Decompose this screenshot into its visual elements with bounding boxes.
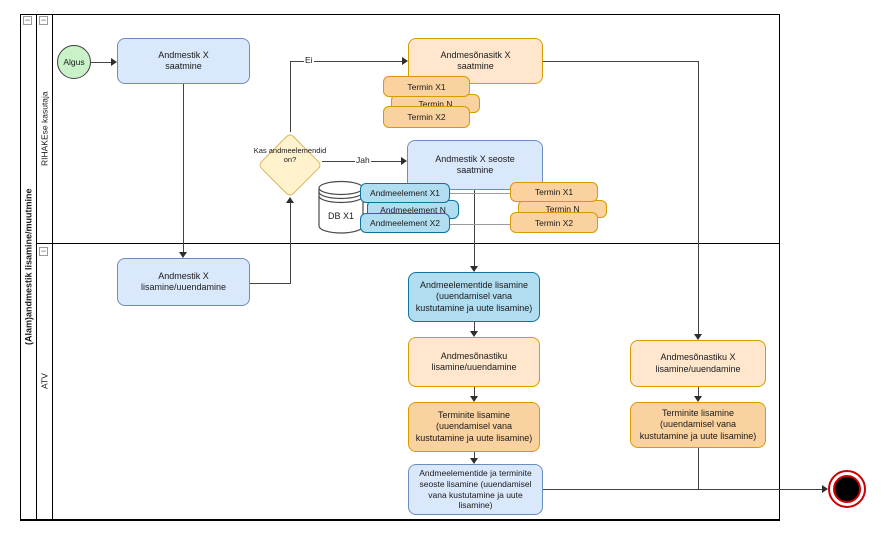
task-andmesonastiku-lisamine[interactable]: Andmesõnastiku lisamine/uuendamine (408, 337, 540, 387)
flow-t1-to-t4 (183, 84, 184, 253)
task-andmestik-seoste-saatmine[interactable]: Andmestik X seoste saatmine (407, 140, 543, 190)
gateway-label: Kas andmeelemendid on? (253, 146, 327, 165)
flow-t9-to-t10 (698, 387, 699, 396)
arrowhead-icon (470, 396, 478, 402)
association-line (450, 224, 510, 225)
db-cylinder[interactable]: DB X1 (315, 177, 367, 242)
start-event[interactable]: Algus (57, 45, 91, 79)
task-label: Andmestik X lisamine/uuendamine (140, 270, 227, 292)
flow-t4-to-gateway (250, 283, 291, 284)
lane-label-rihakese-kasutaja: RIHAKEse kasutaja (39, 91, 50, 166)
pool-title: (Alam)andmestik lisamine/muutmine (23, 188, 34, 345)
collapse-pool-icon[interactable]: − (23, 15, 32, 25)
lane-label-atv: ATV (39, 373, 50, 389)
flow-label-ei: Ei (304, 55, 314, 65)
association-line (450, 193, 510, 194)
arrowhead-icon (111, 58, 117, 66)
data-object-andmeelement-x1[interactable]: Andmeelement X1 (360, 183, 450, 203)
collapse-lane1-icon[interactable]: − (39, 15, 48, 25)
flow-label-jah: Jah (355, 155, 371, 165)
flow-t2-to-t9 (698, 61, 699, 334)
arrowhead-icon (470, 266, 478, 272)
data-object-termin-x1[interactable]: Termin X1 (510, 182, 598, 202)
collapse-lane2-icon[interactable]: − (39, 246, 48, 256)
flow-t6-to-t7 (474, 387, 475, 396)
arrowhead-icon (401, 157, 407, 165)
flow-t8-to-end (543, 489, 822, 490)
start-event-label: Algus (63, 57, 85, 67)
arrowhead-icon (286, 197, 294, 203)
arrowhead-icon (694, 334, 702, 340)
flow-t7-to-t8 (474, 452, 475, 458)
flow-gateway-ei (290, 61, 402, 62)
task-label: Andmesõnastiku X lisamine/uuendamine (655, 352, 741, 374)
data-object-termin-x1[interactable]: Termin X1 (383, 76, 470, 97)
task-terminite-lisamine[interactable]: Terminite lisamine (uuendamisel vana kus… (408, 402, 540, 452)
end-event-disc (833, 475, 861, 503)
arrowhead-icon (402, 57, 408, 65)
flow-start-to-t1 (91, 62, 112, 63)
arrowhead-icon (179, 252, 187, 258)
task-label: Andmeelementide ja terminite seoste lisa… (419, 468, 532, 511)
arrowhead-icon (470, 458, 478, 464)
end-event[interactable] (828, 470, 866, 508)
task-andmesonastiku-x-lisamine[interactable]: Andmesõnastiku X lisamine/uuendamine (630, 340, 766, 387)
lane-title-separator (52, 14, 53, 521)
task-label: Andmestik X saatmine (158, 49, 209, 71)
lane-divider (36, 243, 780, 244)
flow-gateway-ei (290, 61, 291, 132)
pool-title-separator (36, 14, 37, 521)
task-seoste-lisamine[interactable]: Andmeelementide ja terminite seoste lisa… (408, 464, 543, 515)
flow-t10-to-end (698, 448, 699, 489)
data-object-andmeelement-x2[interactable]: Andmeelement X2 (360, 213, 450, 233)
task-label: Andmesõnastiku lisamine/uuendamine (431, 350, 517, 372)
arrowhead-icon (470, 331, 478, 337)
arrowhead-icon (822, 485, 828, 493)
task-label: Andmestik X seoste saatmine (435, 153, 515, 175)
task-label: Andmeelementide lisamine (uuendamisel va… (415, 280, 533, 313)
task-andmestik-saatmine[interactable]: Andmestik X saatmine (117, 38, 250, 84)
flow-t4-to-gateway (290, 203, 291, 283)
data-object-termin-x2[interactable]: Termin X2 (383, 106, 470, 128)
flow-t2-to-t9 (543, 61, 698, 62)
db-label: DB X1 (328, 211, 354, 221)
task-andmestik-lisamine[interactable]: Andmestik X lisamine/uuendamine (117, 258, 250, 306)
arrowhead-icon (694, 396, 702, 402)
task-label: Terminite lisamine (uuendamisel vana kus… (415, 410, 533, 443)
task-terminite-lisamine-2[interactable]: Terminite lisamine (uuendamisel vana kus… (630, 402, 766, 448)
task-andmeelementide-lisamine[interactable]: Andmeelementide lisamine (uuendamisel va… (408, 272, 540, 322)
task-label: Andmesõnasitk X saatmine (440, 49, 511, 71)
flow-t3-to-t5 (474, 190, 475, 266)
flow-t5-to-t6 (474, 322, 475, 331)
task-label: Terminite lisamine (uuendamisel vana kus… (639, 408, 757, 441)
data-object-termin-x2[interactable]: Termin X2 (510, 212, 598, 233)
